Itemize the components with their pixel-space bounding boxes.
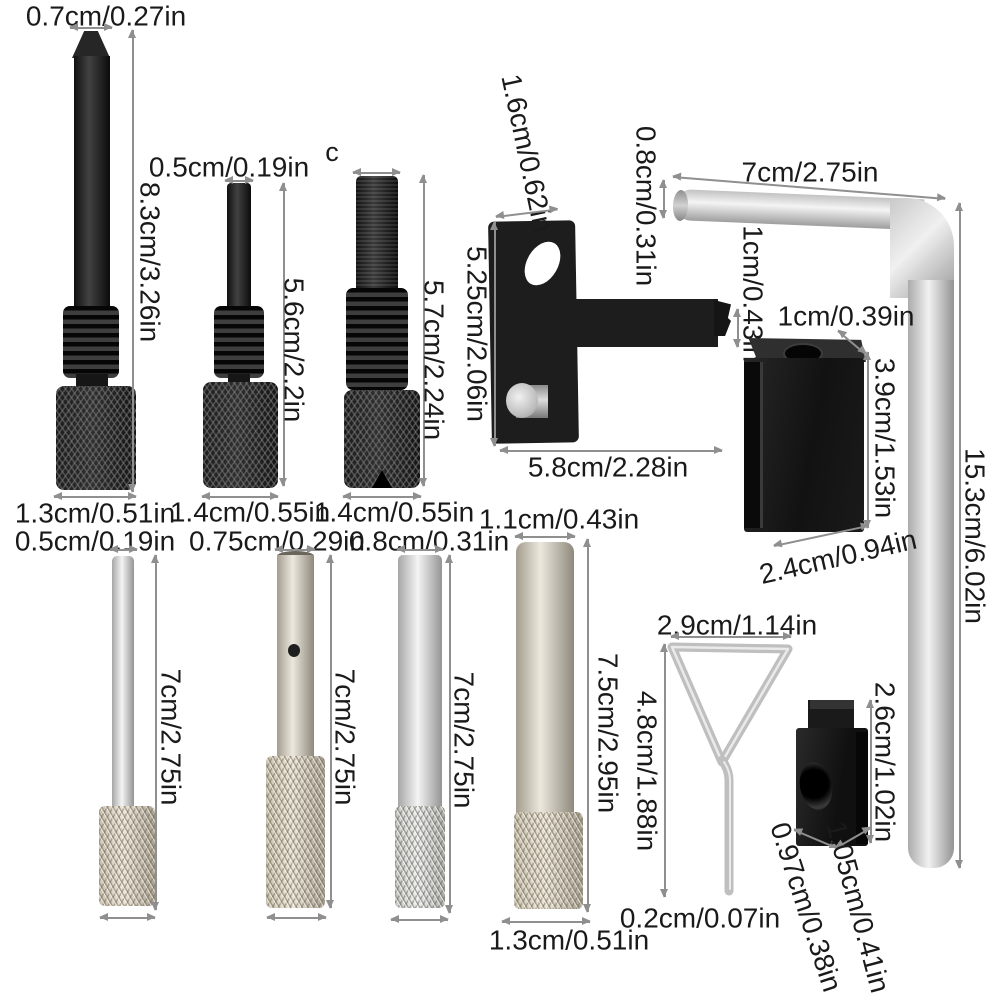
dim-arrow [69,24,113,31]
dim-arrow [446,554,453,914]
dim-label: 0.2cm/0.07in [619,902,781,934]
dim-arrow [501,918,591,925]
dim-label: 5.8cm/2.28in [527,451,689,483]
dim-arrow [99,914,156,921]
dim-arrow [342,493,422,500]
pin-knurled-base [56,386,136,490]
dim-arrow [670,633,792,640]
dim-arrow [53,493,137,500]
pin-shaft [112,556,134,808]
tnut-side-face [856,732,868,844]
pin-upper-rod [356,176,398,290]
dim-label: 8.3cm/3.26in [134,181,166,343]
dim-label: 1.4cm/0.55in [169,496,331,528]
bracket-arm [572,299,718,347]
dim-label: 0.8cm/0.31in [630,125,662,287]
dim-arrow [266,914,327,921]
dim-arrow [514,533,576,540]
wrench-long-arm [908,280,954,868]
bracket-arm-tab [714,300,731,336]
dim-label: 2.4cm/0.94in [756,523,920,590]
dim-arrow [352,169,401,176]
dim-label: 1.3cm/0.51in [14,497,176,529]
dim-arrow [390,916,449,923]
dim-label: 1cm/0.39in [777,300,915,332]
dim-arrow [864,351,871,529]
dim-arrow [867,699,874,844]
pin-threads [214,306,264,378]
dim-label: 1.3cm/0.51in [488,924,650,956]
dim-label: 0.5cm/0.19in [14,525,176,557]
bracket-pin-face [506,383,538,418]
pin-shaft [74,56,110,310]
tnut-top-tab-face [810,700,854,709]
dim-arrow [660,179,667,219]
dim-label: 7.5cm/2.95in [592,652,624,814]
pin-knurled-base [266,756,325,908]
pin-tip [72,31,110,58]
pin-threads [346,288,408,390]
dim-label: 7cm/2.75in [155,668,187,806]
dim-arrow [224,177,254,184]
dim-label: 2.6cm/1.02in [869,681,901,843]
dim-arrow [956,202,963,869]
dim-label: 7cm/2.75in [448,671,480,809]
pin-threads [63,306,119,378]
pin-knurled-base [514,812,583,909]
pin-shaft [227,183,251,309]
dim-label: 15.3cm/6.02in [959,448,991,624]
dim-label: 4.8cm/1.88in [631,690,663,852]
pin-shaft [398,555,442,808]
dim-arrow [274,546,316,553]
dim-label: 3.9cm/1.53in [869,357,901,519]
dim-label: 1.1cm/0.43in [478,503,640,535]
dim-arrow [201,493,279,500]
triangle-wire [667,642,793,896]
dim-arrow [396,546,444,553]
dim-label: 7cm/2.75in [329,668,361,806]
pin-knurled-base [99,806,155,906]
dim-label: 5.25cm/2.06in [461,246,493,422]
dim-arrow [584,538,591,913]
dim-arrow [734,308,741,348]
dim-label: 7cm/2.75in [741,156,879,188]
dim-arrow [420,174,427,487]
pin-knurled-base [203,382,278,488]
wrench-short-arm [675,189,925,231]
pin-knurled-base [395,806,445,908]
dim-arrow [661,643,668,898]
pin-cross-hole [288,644,300,657]
dim-arrow [129,29,136,493]
dim-label: 0.5cm/0.19in [148,151,310,183]
dim-label: 5.6cm/2.2in [278,277,310,423]
dim-label: 5.7cm/2.24in [418,279,450,441]
dim-arrow [280,182,287,487]
block-groove [744,362,760,528]
block-front-face [744,358,864,532]
block-groove-edge [760,362,763,528]
dim-arrow [491,221,498,447]
dim-arrow [327,554,334,909]
dim-label: 0.8cm/0.31in [348,525,510,557]
pin-shaft [516,542,574,815]
dim-label: 1.4cm/0.55in [313,496,475,528]
dim-arrow [109,546,138,553]
dim-arrow [152,554,159,911]
pin-neck [76,374,108,388]
marker-c: c [325,136,339,167]
dim-arrow [499,447,723,454]
